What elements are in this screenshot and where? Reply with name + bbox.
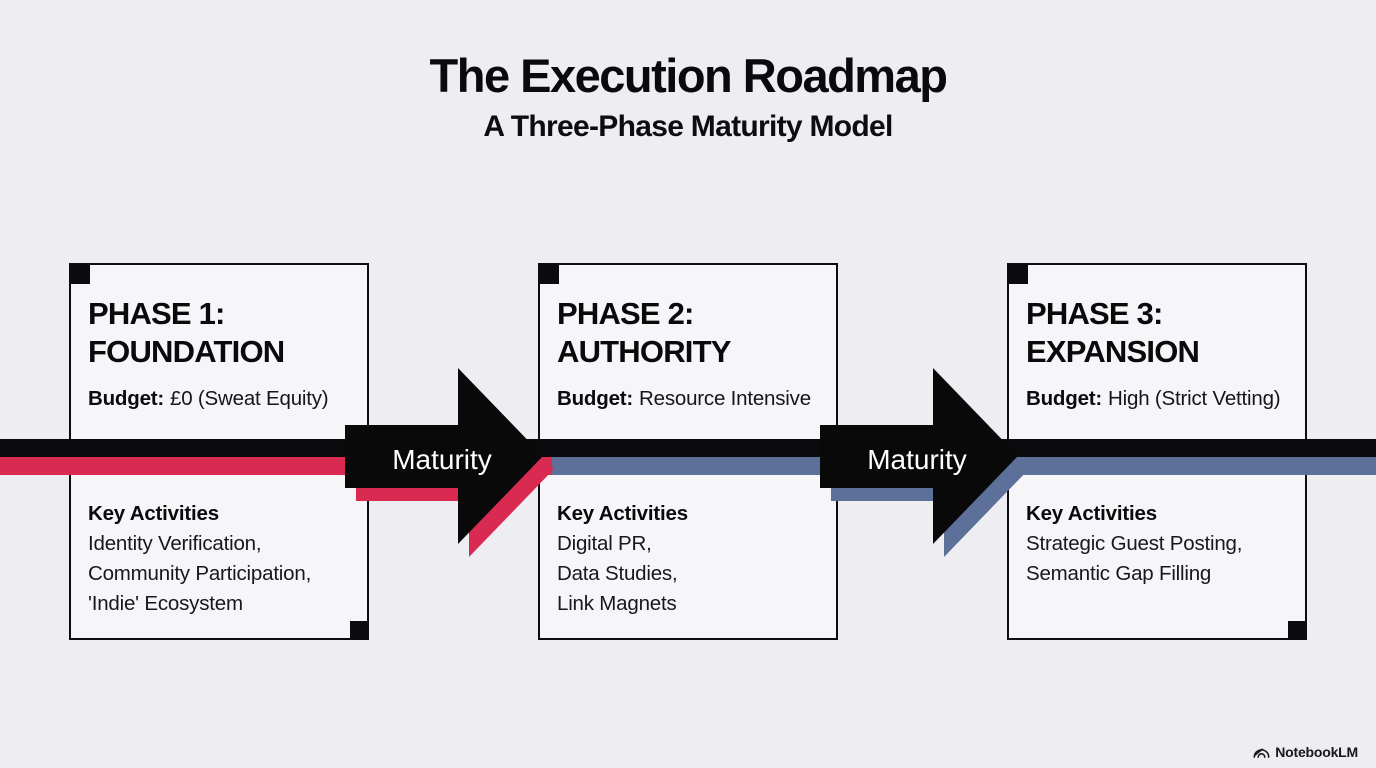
phase-name: AUTHORITY	[557, 334, 731, 369]
phase-number: PHASE 1:	[88, 296, 225, 331]
phase-1-heading: PHASE 1:FOUNDATION	[88, 295, 353, 371]
phase-number: PHASE 2:	[557, 296, 694, 331]
budget-label: Budget:	[557, 387, 634, 410]
budget-value: High (Strict Vetting)	[1108, 387, 1281, 410]
activity-item: Identity Verification,	[88, 532, 262, 555]
phase-2-activities: Key Activities Digital PR, Data Studies,…	[557, 499, 828, 619]
activity-item: 'Indie' Ecosystem	[88, 592, 243, 615]
phase-3-heading: PHASE 3:EXPANSION	[1026, 295, 1291, 371]
phase-name: FOUNDATION	[88, 334, 285, 369]
phase-number: PHASE 3:	[1026, 296, 1163, 331]
activity-item: Link Magnets	[557, 592, 677, 615]
phase-1-card: PHASE 1:FOUNDATION Budget:£0 (Sweat Equi…	[69, 263, 369, 640]
activity-item: Community Participation,	[88, 562, 312, 585]
notebooklm-watermark: NotebookLM	[1253, 744, 1358, 760]
arrow-label: Maturity	[392, 444, 492, 475]
page-title: The Execution Roadmap	[429, 49, 948, 102]
arrow-body	[820, 368, 1018, 544]
budget-value: £0 (Sweat Equity)	[170, 387, 329, 410]
maturity-arrow-2: Maturity	[820, 368, 1029, 557]
activities-label: Key Activities	[557, 502, 688, 525]
activity-item: Semantic Gap Filling	[1026, 562, 1212, 585]
notebooklm-icon	[1253, 747, 1270, 758]
phase-1-activities: Key Activities Identity Verification, Co…	[88, 499, 359, 619]
activities-label: Key Activities	[88, 502, 219, 525]
activity-item: Digital PR,	[557, 532, 652, 555]
corner-accent-square	[350, 621, 367, 638]
phase-name: EXPANSION	[1026, 334, 1200, 369]
corner-accent-square	[1009, 265, 1028, 284]
notebooklm-label: NotebookLM	[1275, 744, 1358, 760]
corner-accent-square	[1288, 621, 1305, 638]
budget-label: Budget:	[88, 387, 165, 410]
activities-label: Key Activities	[1026, 502, 1157, 525]
arrow-body	[345, 368, 543, 544]
phase-2-heading: PHASE 2:AUTHORITY	[557, 295, 822, 371]
phase-3-activities: Key Activities Strategic Guest Posting, …	[1026, 499, 1297, 589]
page-subtitle: A Three-Phase Maturity Model	[483, 110, 893, 143]
phase-2-budget: Budget:Resource Intensive	[557, 387, 826, 411]
maturity-arrow-1: Maturity	[345, 368, 554, 557]
phase-3-budget: Budget:High (Strict Vetting)	[1026, 387, 1295, 411]
budget-label: Budget:	[1026, 387, 1103, 410]
corner-accent-square	[540, 265, 559, 284]
budget-value: Resource Intensive	[639, 387, 811, 410]
activity-item: Data Studies,	[557, 562, 678, 585]
phase-1-budget: Budget:£0 (Sweat Equity)	[88, 387, 357, 411]
maturity-axis-bar	[0, 439, 1376, 457]
arrow-label: Maturity	[867, 444, 967, 475]
activity-item: Strategic Guest Posting,	[1026, 532, 1243, 555]
corner-accent-square	[71, 265, 90, 284]
